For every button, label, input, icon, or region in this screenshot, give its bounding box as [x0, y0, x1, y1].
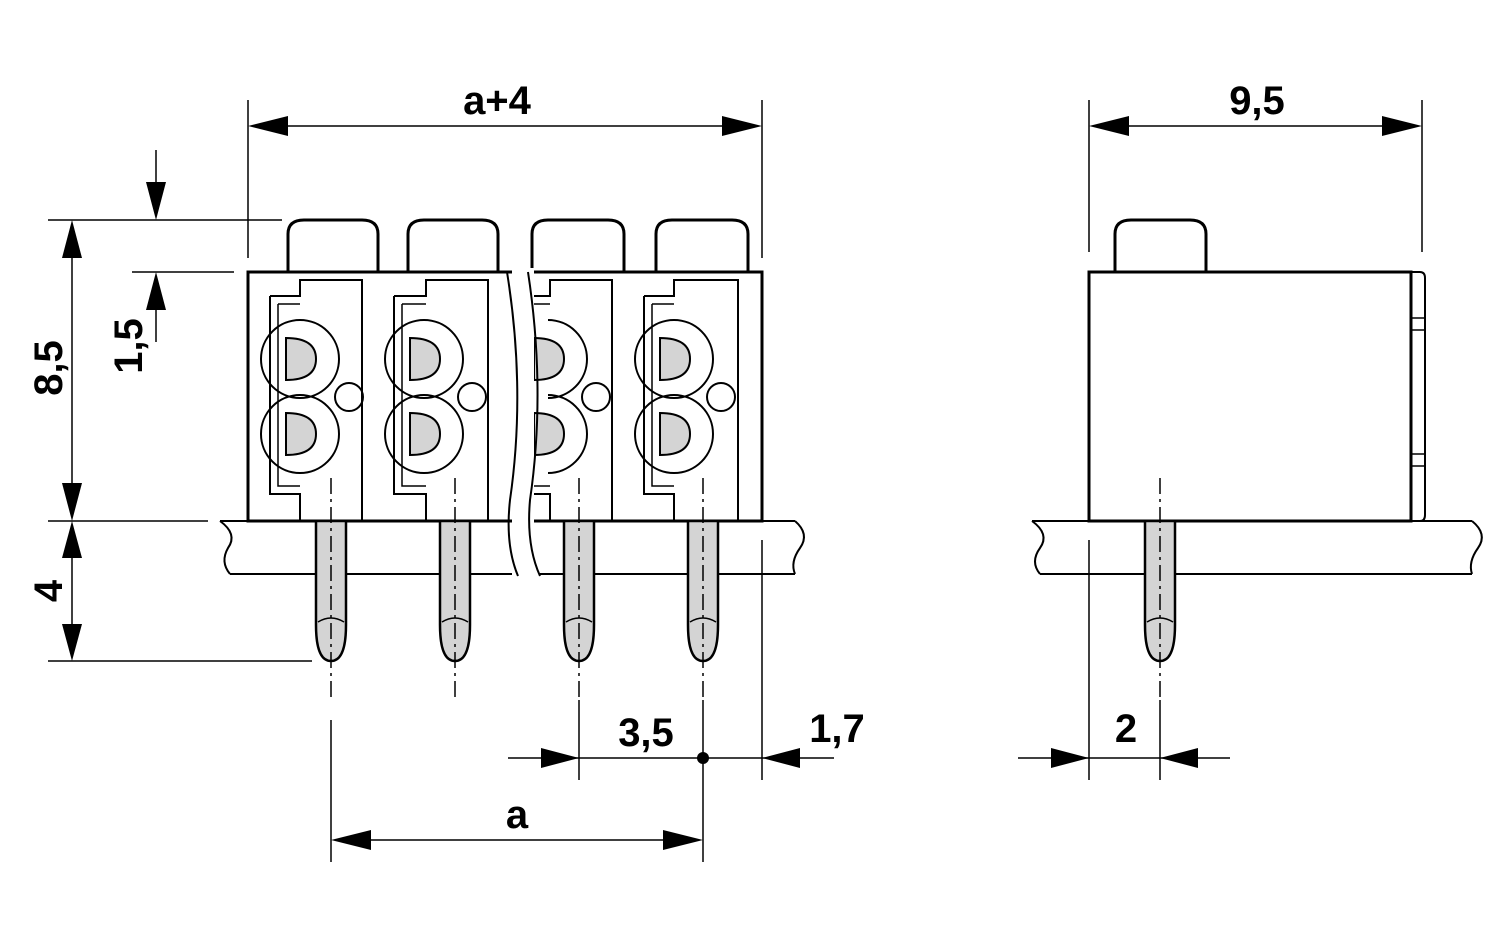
- pole-4: [634, 279, 739, 521]
- actuator-button-side: [1113, 218, 1208, 272]
- side-dimensions: 9,5 2: [1018, 79, 1423, 780]
- dim-height: 8,5: [27, 340, 71, 396]
- dim-overall-width: a+4: [463, 79, 532, 123]
- dim-pin-spacing-total: a: [506, 793, 529, 837]
- break-line: [506, 268, 541, 578]
- dim-side-depth: 9,5: [1229, 79, 1285, 123]
- pole-1: [260, 279, 364, 521]
- front-view: [219, 218, 805, 700]
- pole-2: [384, 279, 489, 521]
- dim-side-pin-offset: 2: [1115, 707, 1137, 751]
- housing-side-rib: [1411, 271, 1426, 522]
- housing-front: [246, 270, 764, 523]
- front-dimensions: a+4 1,5 8,5 4 3,5 1,7: [27, 79, 865, 862]
- dim-edge-offset: 1,7: [809, 707, 865, 751]
- dim-pin-length: 4: [27, 579, 71, 602]
- pin-centerlines: [330, 478, 704, 700]
- dim-top-offset: 1,5: [107, 318, 151, 374]
- side-view: [1031, 218, 1483, 700]
- actuator-buttons: [286, 218, 750, 272]
- pole-3: [520, 279, 613, 521]
- dim-pitch: 3,5: [618, 711, 674, 755]
- housing-side: [1087, 270, 1413, 523]
- pcb-board-side: [1031, 520, 1483, 575]
